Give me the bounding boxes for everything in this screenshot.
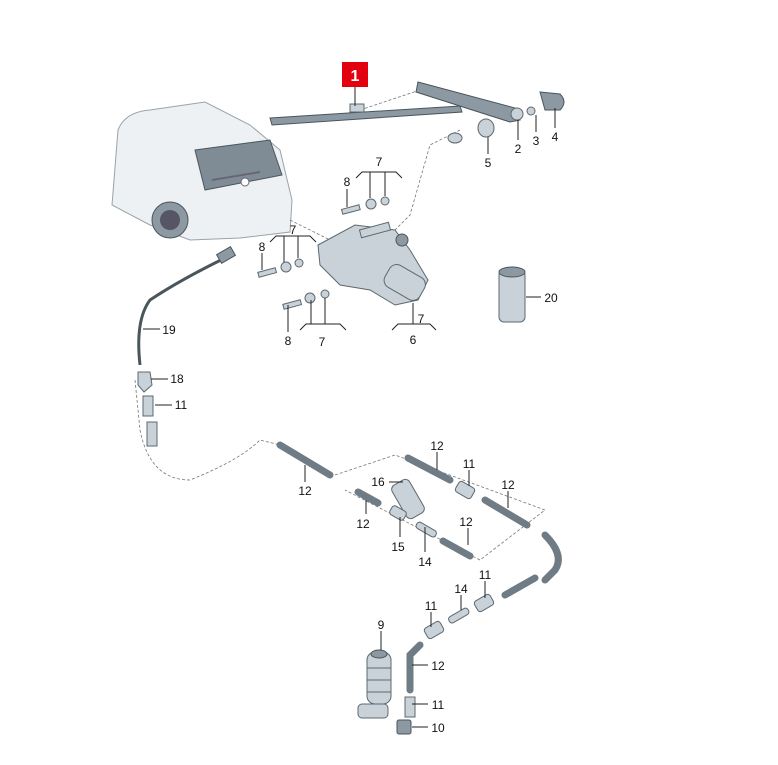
callout-6[interactable]: 6 bbox=[410, 333, 417, 347]
fasteners bbox=[257, 196, 390, 310]
connector-part-14[interactable] bbox=[415, 521, 438, 538]
callout-8[interactable]: 8 bbox=[285, 334, 292, 348]
nozzle-part-18[interactable] bbox=[137, 371, 153, 393]
connector-part-14[interactable] bbox=[447, 607, 470, 624]
callout-18[interactable]: 18 bbox=[170, 372, 184, 386]
callout-11[interactable]: 11 bbox=[175, 398, 188, 412]
callout-15[interactable]: 15 bbox=[391, 540, 405, 554]
sleeve-part-16[interactable] bbox=[390, 478, 426, 521]
hose-part-19[interactable] bbox=[137, 256, 226, 366]
connector-part-11[interactable] bbox=[454, 480, 476, 500]
vehicle-illustration bbox=[111, 101, 293, 241]
callout-8[interactable]: 8 bbox=[259, 240, 266, 254]
callout-14[interactable]: 14 bbox=[454, 582, 468, 596]
nut-part-3[interactable] bbox=[526, 106, 536, 116]
cap-part-4[interactable] bbox=[539, 91, 565, 111]
callout-16[interactable]: 16 bbox=[371, 475, 385, 489]
callout-4[interactable]: 4 bbox=[552, 130, 559, 144]
callout-7[interactable]: 7 bbox=[418, 312, 425, 326]
clip-part-10[interactable] bbox=[396, 719, 412, 735]
callout-7[interactable]: 7 bbox=[290, 223, 297, 237]
callout-19[interactable]: 19 bbox=[162, 323, 176, 337]
callout-7[interactable]: 7 bbox=[376, 155, 383, 169]
connector-part-11[interactable] bbox=[423, 620, 445, 640]
callout-8[interactable]: 8 bbox=[344, 175, 351, 189]
leader-lines bbox=[143, 87, 556, 728]
callout-11[interactable]: 11 bbox=[479, 568, 492, 582]
washer-pump-part-9[interactable] bbox=[357, 649, 392, 719]
callout-7[interactable]: 7 bbox=[319, 335, 326, 349]
callout-5[interactable]: 5 bbox=[485, 156, 492, 170]
callout-1[interactable]: 1 bbox=[351, 68, 360, 85]
callout-9[interactable]: 9 bbox=[378, 618, 385, 632]
connector-part-11[interactable] bbox=[473, 593, 495, 613]
callout-12[interactable]: 12 bbox=[356, 517, 370, 531]
callout-11[interactable]: 11 bbox=[432, 698, 445, 712]
callout-14[interactable]: 14 bbox=[418, 555, 432, 569]
connector-part-11[interactable] bbox=[142, 395, 154, 417]
callout-12[interactable]: 12 bbox=[298, 484, 312, 498]
callout-2[interactable]: 2 bbox=[515, 142, 522, 156]
callout-12[interactable]: 12 bbox=[501, 478, 515, 492]
valve-part-15[interactable] bbox=[389, 505, 408, 522]
callout-12[interactable]: 12 bbox=[430, 439, 444, 453]
cylinder-part-20[interactable] bbox=[498, 266, 526, 323]
callout-10[interactable]: 10 bbox=[431, 721, 445, 735]
hose-segments-part-12[interactable] bbox=[276, 441, 562, 694]
callout-11[interactable]: 11 bbox=[425, 599, 438, 613]
washer bbox=[447, 132, 463, 144]
selected-part-highlight bbox=[342, 62, 368, 87]
callout-11[interactable]: 11 bbox=[463, 457, 476, 471]
hose-piece bbox=[146, 421, 158, 447]
seal-part-5[interactable] bbox=[477, 118, 495, 138]
callout-20[interactable]: 20 bbox=[544, 291, 558, 305]
wiper-arm-part-2[interactable] bbox=[415, 81, 524, 123]
wiper-motor-part-6[interactable] bbox=[317, 221, 429, 306]
callout-12[interactable]: 12 bbox=[431, 659, 445, 673]
callout-12[interactable]: 12 bbox=[459, 515, 473, 529]
callout-3[interactable]: 3 bbox=[533, 134, 540, 148]
connector-part-11[interactable] bbox=[404, 696, 416, 718]
wiper-blade-part-1[interactable] bbox=[269, 103, 463, 126]
